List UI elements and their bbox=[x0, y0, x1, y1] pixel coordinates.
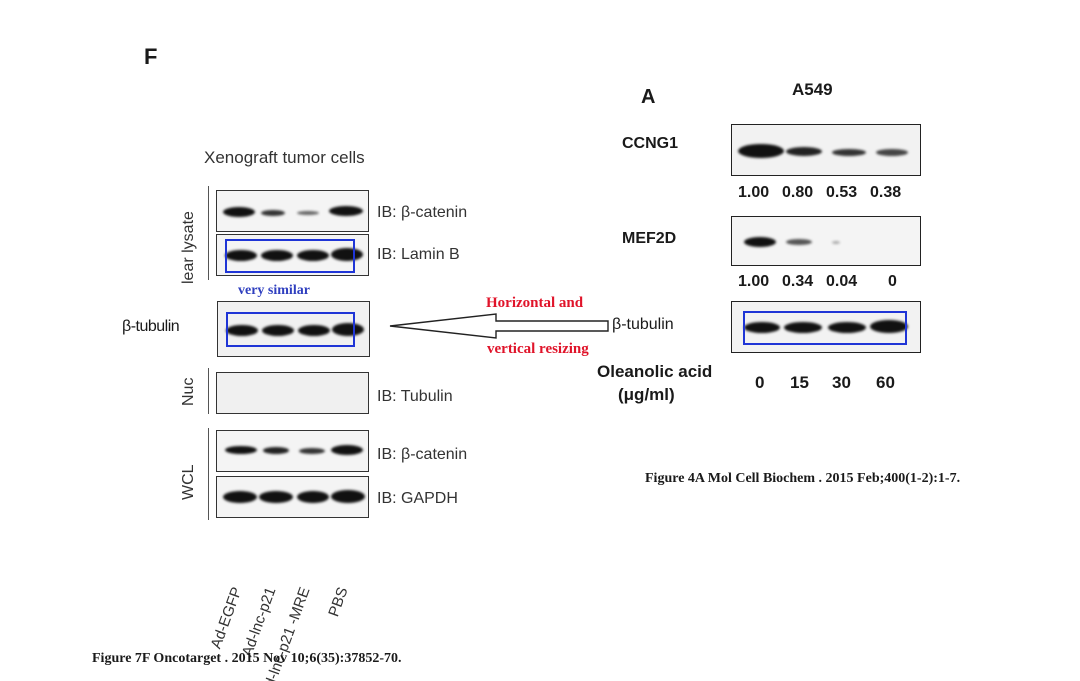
ib-label-gapdh: IB: GAPDH bbox=[377, 490, 458, 507]
arrow-left-icon bbox=[389, 313, 609, 339]
group-line-wcl bbox=[208, 428, 209, 520]
annotation-very-similar: very similar bbox=[238, 283, 310, 298]
caption-right: Figure 4A Mol Cell Biochem . 2015 Feb;40… bbox=[645, 471, 961, 486]
highlight-box-extracted-tubulin bbox=[226, 312, 355, 347]
treatment-label-line2: (μg/ml) bbox=[618, 385, 675, 404]
blot-beta-catenin-wcl bbox=[216, 430, 369, 472]
mef2d-label: MEF2D bbox=[622, 230, 677, 247]
mef2d-value-3: 0.04 bbox=[826, 273, 858, 290]
panel-letter-f: F bbox=[144, 44, 158, 69]
ccng1-value-2: 0.80 bbox=[782, 184, 814, 201]
ccng1-label: CCNG1 bbox=[622, 135, 679, 152]
ccng1-value-3: 0.53 bbox=[826, 184, 858, 201]
blot-gapdh bbox=[216, 476, 369, 518]
group-label-nuc: Nuc bbox=[180, 377, 197, 406]
dose-1: 0 bbox=[755, 373, 765, 392]
group-label-wcl: WCL bbox=[180, 464, 197, 500]
mef2d-value-2: 0.34 bbox=[782, 273, 814, 290]
group-label-nuclear-lysate: lear lysate bbox=[180, 211, 197, 284]
ib-label-beta-catenin-nuclear: IB: β-catenin bbox=[377, 204, 468, 221]
ib-label-tubulin: IB: Tubulin bbox=[377, 388, 453, 405]
xenograft-title: Xenograft tumor cells bbox=[204, 148, 365, 167]
panel-letter-a: A bbox=[641, 86, 656, 108]
blot-beta-catenin-nuclear bbox=[216, 190, 369, 232]
annotation-resizing-line1: Horizontal and bbox=[486, 295, 584, 311]
annotation-resizing-line2: vertical resizing bbox=[487, 341, 589, 357]
highlight-box-right-tubulin bbox=[743, 311, 907, 345]
dose-3: 30 bbox=[832, 373, 851, 392]
treatment-label-line1: Oleanolic acid bbox=[597, 362, 713, 381]
ccng1-value-1: 1.00 bbox=[738, 184, 770, 201]
right-beta-tubulin-label: β-tubulin bbox=[612, 316, 674, 333]
caption-left: Figure 7F Oncotarget . 2015 Nov 10;6(35)… bbox=[92, 651, 402, 666]
mef2d-value-4: 0 bbox=[888, 273, 897, 290]
blot-mef2d bbox=[731, 216, 921, 266]
group-line-nuclear-lysate bbox=[208, 186, 209, 280]
mef2d-value-1: 1.00 bbox=[738, 273, 770, 290]
blot-tubulin-nuc bbox=[216, 372, 369, 414]
blot-ccng1 bbox=[731, 124, 921, 176]
dose-2: 15 bbox=[790, 373, 809, 392]
highlight-box-lamin-b bbox=[225, 239, 355, 273]
ib-label-lamin-b: IB: Lamin B bbox=[377, 246, 460, 263]
dose-4: 60 bbox=[876, 373, 895, 392]
ib-label-beta-catenin-wcl: IB: β-catenin bbox=[377, 446, 468, 463]
extracted-beta-tubulin-label: β-tubulin bbox=[122, 318, 180, 335]
blot-extracted-beta-tubulin bbox=[217, 301, 370, 357]
group-line-nuc bbox=[208, 368, 209, 414]
ccng1-value-4: 0.38 bbox=[870, 184, 902, 201]
blot-lamin-b bbox=[216, 234, 369, 276]
cell-line-label: A549 bbox=[792, 80, 833, 99]
